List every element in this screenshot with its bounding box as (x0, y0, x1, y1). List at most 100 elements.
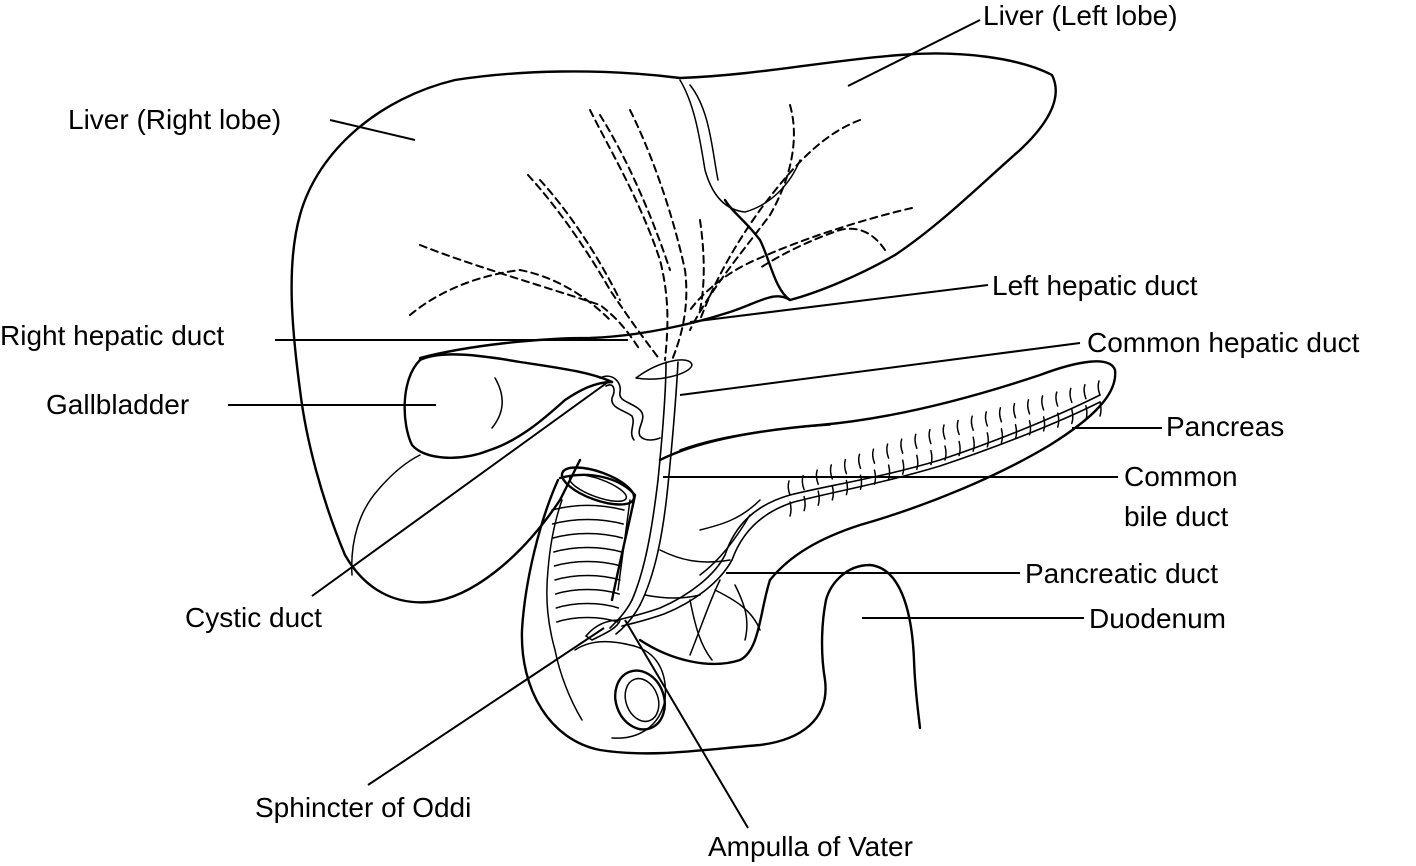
right-duct-branch-3 (527, 174, 661, 361)
pancreatic-duct-twig (843, 458, 848, 475)
duodenum-lower-lining (574, 640, 667, 739)
pancreatic-duct-twig (1085, 404, 1088, 421)
liver-inferior-edge (418, 295, 792, 360)
label-pancreatic-duct: Pancreatic duct (1025, 558, 1218, 589)
duodenum-lining-left (546, 499, 583, 721)
pancreas (617, 360, 1117, 666)
pancreatic-duct-twig (1099, 401, 1102, 417)
liver (290, 52, 1057, 604)
pancreatic-duct-branch (689, 599, 713, 661)
gallbladder-upper (418, 353, 614, 384)
main-pancreatic-duct (617, 394, 1101, 621)
label-liver-left-lobe: Liver (Left lobe) (983, 0, 1178, 31)
duodenum-outer-wall (520, 478, 828, 755)
pancreatic-duct-twig (871, 448, 876, 464)
left-duct-branch-4 (759, 227, 886, 269)
pancreatic-duct-twig (930, 449, 933, 466)
papilla (584, 619, 622, 641)
right-duct-branch-4 (539, 179, 621, 301)
label-cystic-duct: Cystic duct (185, 602, 322, 633)
pancreatic-duct-twig (817, 490, 820, 506)
label-pancreas: Pancreas (1166, 411, 1284, 442)
pancreatic-duct-twig (956, 419, 960, 436)
pancreatic-duct-twig (886, 443, 890, 459)
pancreatic-duct-branch (644, 594, 701, 599)
cystic-duct-shape (599, 375, 661, 441)
gallbladder-fold (491, 377, 503, 429)
pancreatic-duct-branch (689, 579, 721, 656)
pancreatic-duct-twig (1026, 399, 1031, 415)
right-duct-branch-1 (419, 244, 641, 351)
pancreatic-duct-twig (1012, 402, 1017, 419)
label-right-hepatic-duct: Right hepatic duct (0, 320, 224, 351)
pancreatic-duct-twig (1042, 416, 1046, 432)
pancreatic-duct-twig (1041, 395, 1045, 411)
common-hepatic-duct-right (639, 361, 679, 606)
pancreatic-duct-branch (734, 584, 748, 641)
common-hepatic-duct-left (631, 361, 667, 601)
pancreatic-duct-twig (972, 436, 975, 452)
left-duct-branch-2 (699, 119, 861, 321)
pancreatic-duct-branch (659, 549, 731, 563)
pancreatic-duct-twig (1014, 423, 1018, 440)
leader-sphincter-of-oddi (367, 627, 605, 786)
duodenum-fold (554, 574, 621, 581)
label-common-hepatic-duct: Common hepatic duct (1087, 327, 1360, 358)
duodenum-folds (551, 504, 625, 623)
falciform-ligament (679, 79, 801, 213)
duodenum-fold (552, 532, 624, 539)
label-left-hepatic-duct: Left hepatic duct (992, 270, 1198, 301)
pancreatic-duct-twig (916, 454, 919, 471)
liver-outline (290, 52, 1057, 604)
duodenum-inner-wall (558, 473, 637, 602)
pancreatic-duct-twig (887, 464, 891, 480)
leader-left-hepatic-duct (689, 284, 989, 323)
cystic-duct-shape-2 (605, 384, 635, 441)
leader-cystic-duct (311, 381, 609, 597)
duodenum-fold (555, 602, 620, 609)
left-duct-branch-1 (689, 104, 795, 331)
hilum-ring (635, 359, 693, 380)
duodenum-lumen-lower-inner (624, 677, 660, 723)
pancreas-thin-contour (679, 424, 831, 451)
pancreatic-duct-twig (942, 424, 946, 440)
pancreatic-duct-twig (1000, 428, 1004, 444)
pancreatic-duct-twig (787, 480, 791, 496)
common-bile-duct-end (609, 599, 633, 629)
liver-inner-line (351, 454, 421, 576)
pancreatic-duct-twig (1097, 380, 1101, 396)
duodenum-fold (551, 504, 625, 511)
label-liver-right-lobe: Liver (Right lobe) (68, 104, 281, 135)
label-ampulla-of-vater: Ampulla of Vater (708, 831, 913, 862)
duodenum-fold (553, 546, 623, 553)
pancreatic-duct-branch (714, 589, 761, 631)
pancreatic-duct-twig (900, 438, 904, 454)
duodenum-fold (551, 518, 624, 525)
pancreatic-duct-twig (1083, 383, 1087, 400)
duodenum-lining-right (617, 499, 631, 591)
pancreatic-duct-twig (970, 415, 974, 431)
pancreatic-duct-twig (928, 428, 932, 445)
pancreatic-duct-branch (699, 514, 751, 576)
pancreatic-duct-twig (901, 459, 905, 475)
pancreas-head-outline (638, 578, 772, 666)
right-duct-branch-6 (629, 109, 688, 361)
leader-liver-right-lobe (329, 119, 416, 141)
gallbladder-outline (403, 358, 614, 459)
leader-liver-left-lobe (847, 19, 981, 87)
pancreatic-duct-twig (914, 433, 918, 450)
leader-lines (228, 19, 1162, 829)
right-duct-branch-2 (409, 268, 611, 321)
bile-ducts (609, 359, 693, 635)
labels: Liver (Left lobe) Liver (Right lobe) Lef… (0, 0, 1360, 862)
intrahepatic-ducts (409, 104, 913, 361)
right-duct-branch-7 (599, 114, 671, 271)
leader-common-hepatic-duct (679, 342, 1081, 396)
pancreatic-duct-twig (986, 432, 990, 448)
label-common-bile-duct-line2: bile duct (1124, 501, 1229, 532)
left-duct-branch-3 (689, 207, 913, 311)
pancreatic-duct-twig (1055, 391, 1059, 407)
pancreatic-duct-branches (644, 380, 1102, 661)
pancreatic-duct-twig (1071, 408, 1074, 425)
